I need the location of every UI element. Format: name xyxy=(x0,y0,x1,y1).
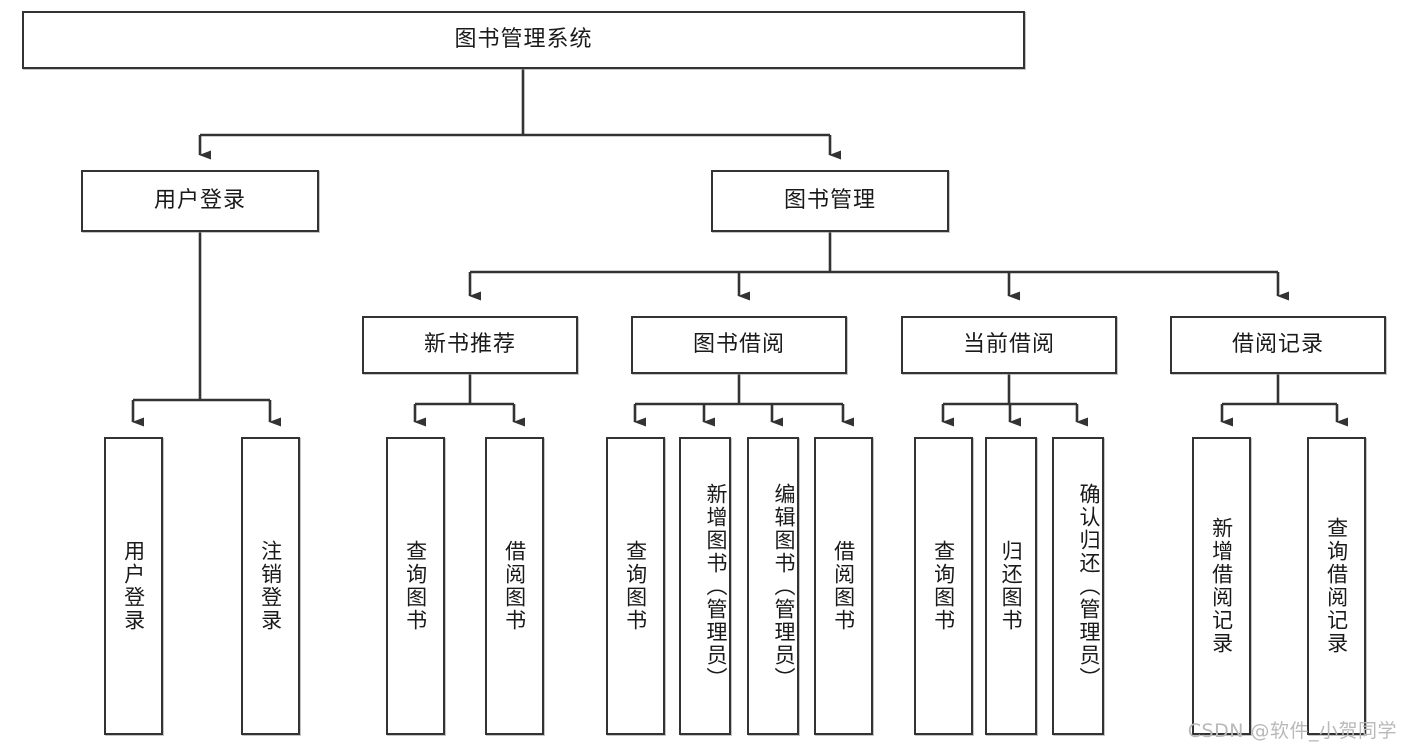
node-book-borrow[interactable]: 图书借阅 xyxy=(631,316,847,374)
node-book-borrow-label: 图书借阅 xyxy=(692,332,785,358)
leaf-query-book-3-label: 查询图书 xyxy=(931,540,956,632)
leaf-query-record-label: 查询借阅记录 xyxy=(1324,517,1349,655)
leaf-edit-book[interactable]: 编辑图书（管理员） xyxy=(747,437,799,735)
leaf-query-book-2[interactable]: 查询图书 xyxy=(606,437,665,735)
leaf-query-book-2-label: 查询图书 xyxy=(623,540,648,632)
leaf-user-login[interactable]: 用户登录 xyxy=(104,437,163,735)
node-root-label: 图书管理系统 xyxy=(454,27,593,53)
leaf-confirm-return-label: 确认归还（管理员） xyxy=(1077,482,1101,690)
leaf-query-record[interactable]: 查询借阅记录 xyxy=(1307,437,1366,735)
node-user-login[interactable]: 用户登录 xyxy=(81,170,319,232)
node-book-management-label: 图书管理 xyxy=(783,188,876,214)
leaf-add-record-label: 新增借阅记录 xyxy=(1209,517,1234,655)
leaf-add-record[interactable]: 新增借阅记录 xyxy=(1192,437,1251,735)
node-book-management[interactable]: 图书管理 xyxy=(711,170,949,232)
node-borrow-record-label: 借阅记录 xyxy=(1231,332,1324,358)
leaf-logout-login[interactable]: 注销登录 xyxy=(241,437,300,735)
leaf-edit-book-label: 编辑图书（管理员） xyxy=(772,482,796,690)
node-user-login-label: 用户登录 xyxy=(153,188,246,214)
leaf-return-book[interactable]: 归还图书 xyxy=(985,437,1037,735)
leaf-confirm-return[interactable]: 确认归还（管理员） xyxy=(1052,437,1104,735)
leaf-return-book-label: 归还图书 xyxy=(999,540,1024,632)
node-current-borrow-label: 当前借阅 xyxy=(962,332,1055,358)
leaf-query-book-1-label: 查询图书 xyxy=(403,540,428,632)
node-new-book-recommend[interactable]: 新书推荐 xyxy=(362,316,578,374)
leaf-user-login-label: 用户登录 xyxy=(121,540,146,632)
leaf-borrow-book-2-label: 借阅图书 xyxy=(831,540,856,632)
leaf-logout-login-label: 注销登录 xyxy=(258,540,283,632)
node-root[interactable]: 图书管理系统 xyxy=(22,11,1025,69)
leaf-add-book[interactable]: 新增图书（管理员） xyxy=(679,437,731,735)
node-borrow-record[interactable]: 借阅记录 xyxy=(1170,316,1386,374)
leaf-add-book-label: 新增图书（管理员） xyxy=(704,482,728,690)
node-current-borrow[interactable]: 当前借阅 xyxy=(901,316,1117,374)
leaf-query-book-1[interactable]: 查询图书 xyxy=(386,437,445,735)
leaf-query-book-3[interactable]: 查询图书 xyxy=(914,437,973,735)
leaf-borrow-book-2[interactable]: 借阅图书 xyxy=(814,437,873,735)
leaf-borrow-book-1[interactable]: 借阅图书 xyxy=(485,437,544,735)
node-new-book-recommend-label: 新书推荐 xyxy=(423,332,516,358)
leaf-borrow-book-1-label: 借阅图书 xyxy=(502,540,527,632)
